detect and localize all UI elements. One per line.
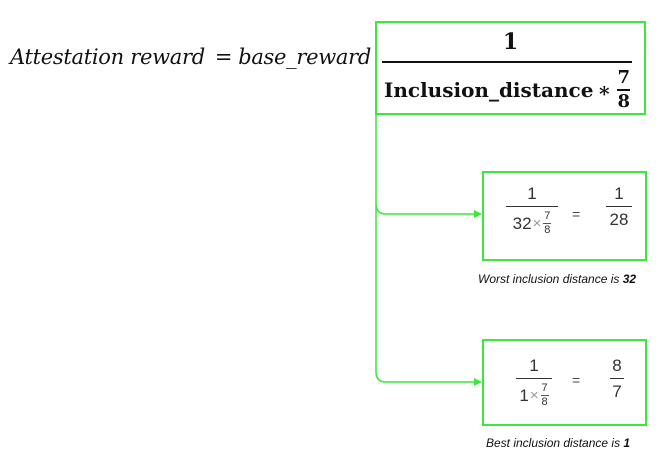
formula-denominator-multiply: ∗: [597, 78, 612, 102]
formula-fraction-bar: [382, 61, 632, 63]
best-case-caption-value: 1: [623, 436, 631, 450]
best-case-times: ×: [529, 386, 539, 404]
best-case-den-value: 1: [519, 385, 529, 405]
formula-inclusion-distance: Inclusion_distance: [384, 78, 594, 102]
worst-case-right-denominator: 28: [609, 210, 629, 229]
formula-lhs: Attestation reward=base_reward∗: [10, 44, 388, 69]
worst-case-sub-num: 7: [544, 210, 551, 222]
best-case-right-numerator: 8: [612, 356, 622, 375]
best-case-left-numerator: 1: [529, 356, 539, 375]
best-case-sub-num: 7: [541, 382, 548, 394]
formula-sub-fraction-bar: [617, 89, 631, 91]
worst-case-right-numerator: 1: [614, 184, 624, 203]
best-case-left-bar: [516, 378, 552, 379]
worst-case-caption-value: 32: [622, 272, 637, 286]
formula-sub-numerator: 7: [617, 67, 631, 88]
worst-case-right-bar: [606, 206, 632, 207]
formula-equals: =: [214, 45, 233, 69]
worst-case-right-fraction: 1 28: [606, 185, 632, 229]
best-case-right-fraction: 8 7: [610, 357, 624, 401]
worst-case-times: ×: [532, 214, 542, 232]
best-case-caption: Best inclusion distance is 1: [486, 436, 630, 450]
connector-to-worst-case: [375, 115, 482, 218]
worst-case-den-value: 32: [512, 213, 532, 233]
worst-case-caption: Worst inclusion distance is 32: [478, 272, 636, 286]
connector-to-best-case: [375, 204, 482, 386]
worst-case-caption-text: Worst inclusion distance is: [478, 272, 623, 286]
formula-base-reward: base_reward: [238, 45, 371, 69]
worst-case-sub-bar: [543, 223, 552, 224]
formula-denominator: Inclusion_distance ∗ 7 8: [384, 67, 631, 112]
worst-case-equals: =: [572, 206, 581, 222]
formula-lhs-label: Attestation reward: [10, 45, 205, 69]
best-case-sub-den: 8: [541, 396, 548, 408]
formula-sub-denominator: 8: [617, 91, 631, 112]
formula-numerator: 1: [502, 29, 519, 55]
best-case-sub-bar: [540, 395, 549, 396]
formula-fraction-box: 1 Inclusion_distance ∗ 7 8: [375, 21, 646, 115]
formula-seven-eighths: 7 8: [617, 67, 631, 112]
best-case-equals: =: [572, 372, 581, 388]
worst-case-left-numerator: 1: [527, 184, 537, 203]
worst-case-sub-den: 8: [544, 224, 551, 236]
best-case-right-denominator: 7: [612, 382, 622, 401]
best-case-right-bar: [610, 378, 624, 379]
best-case-caption-text: Best inclusion distance is: [486, 436, 624, 450]
worst-case-left-bar: [506, 206, 558, 207]
